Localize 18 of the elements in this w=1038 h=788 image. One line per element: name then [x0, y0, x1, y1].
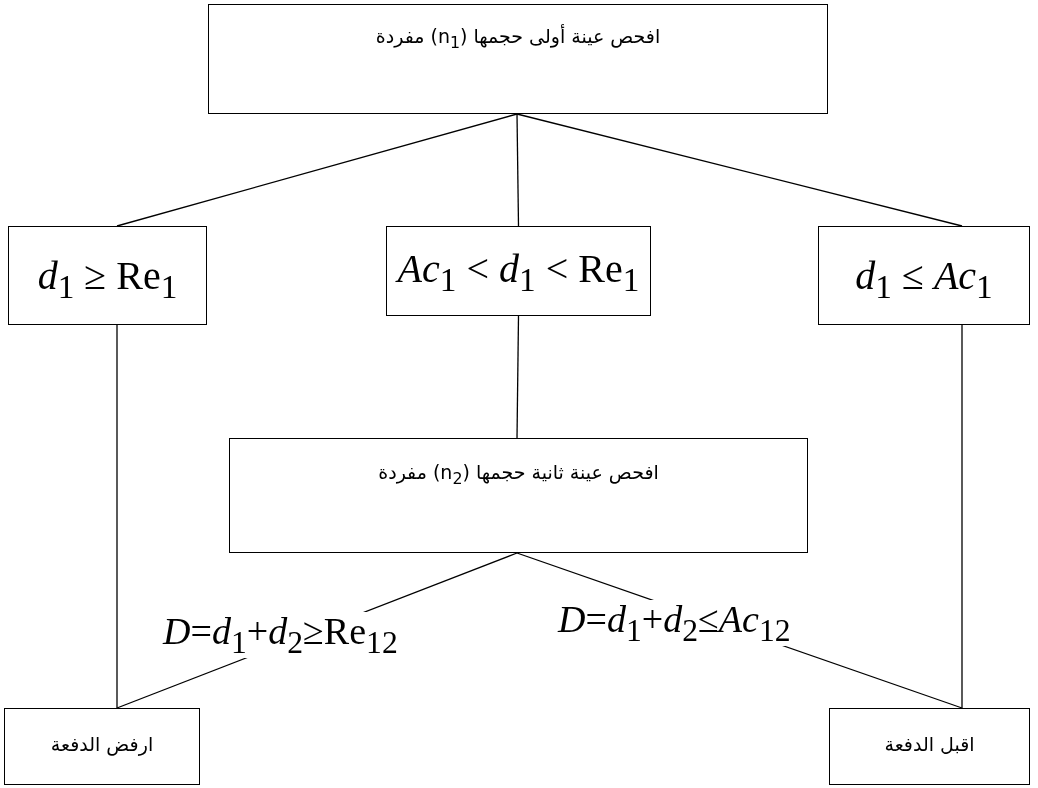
formula: d$_{1}$ ≥ Re$_{1}$	[37, 252, 178, 306]
connector-line	[516, 113, 963, 227]
connector-line	[516, 315, 520, 439]
decision-box	[4, 708, 200, 785]
connector-line	[961, 324, 963, 709]
box-text: ارفض الدفعة	[50, 733, 154, 755]
condition-box	[386, 226, 651, 316]
box-text: اقبل الدفعة	[884, 733, 975, 755]
process-box	[208, 4, 828, 114]
formula: d$_{1}$ ≤ Ac$_{1}$	[855, 252, 993, 306]
connector-line	[116, 113, 518, 227]
formula: Ac$_{1}$ < d$_{1}$ < Re$_{1}$	[397, 245, 640, 299]
condition-box	[8, 226, 207, 325]
connector-line	[116, 324, 118, 709]
condition-box	[818, 226, 1030, 325]
process-box	[229, 438, 808, 553]
connector-line	[516, 113, 520, 227]
decision-box	[829, 708, 1030, 785]
